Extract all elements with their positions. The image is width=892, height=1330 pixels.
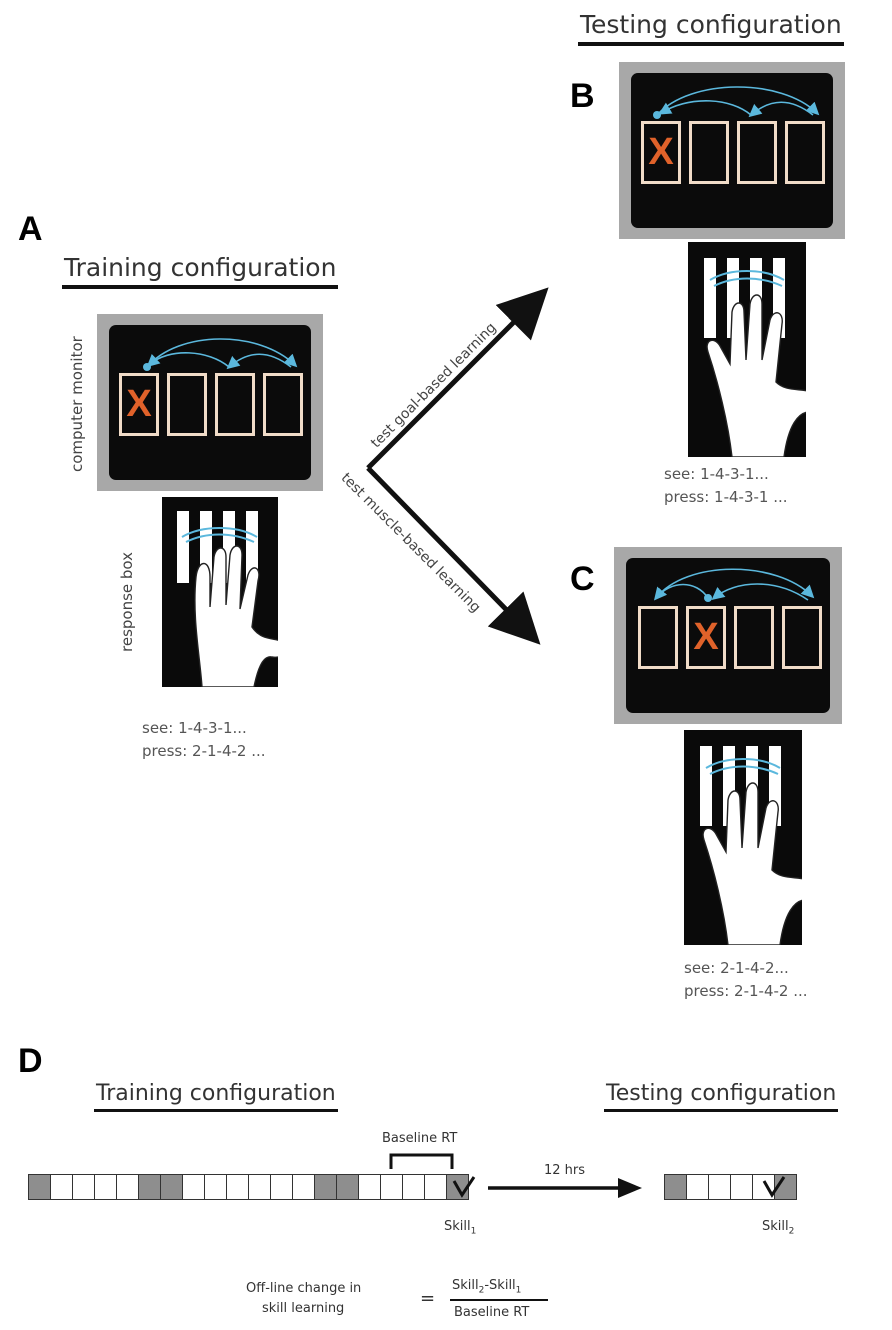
skill2-base: Skill <box>762 1219 789 1234</box>
numerator-skill-b: -Skill <box>484 1278 516 1293</box>
interval-label: 12 hrs <box>544 1163 586 1178</box>
panel-c-see: see: 2-1-4-2... <box>684 959 789 977</box>
rest-block <box>138 1174 161 1200</box>
monitor-c: X <box>614 547 842 724</box>
branch-arrows <box>366 287 549 645</box>
trial-block <box>380 1174 403 1200</box>
trial-block <box>116 1174 139 1200</box>
rest-block <box>160 1174 183 1200</box>
trial-block <box>708 1174 731 1200</box>
testing-block-bar <box>664 1174 797 1200</box>
skill2-label: Skill2 <box>762 1219 794 1237</box>
target-box-b-2 <box>689 121 729 184</box>
skill2-sub: 2 <box>788 1226 795 1237</box>
skill1-base: Skill <box>444 1219 471 1234</box>
baseline-bracket <box>389 1153 454 1169</box>
hand-c <box>700 746 802 945</box>
rest-block <box>28 1174 51 1200</box>
target-box-c-4 <box>782 606 822 669</box>
target-box-c-2: X <box>686 606 726 669</box>
skill1-checkmark <box>452 1176 476 1198</box>
formula-left-line1: Off-line change in <box>246 1281 362 1296</box>
rest-block <box>336 1174 359 1200</box>
target-x-mark: X <box>126 383 152 425</box>
response-box-label: response box <box>118 551 136 652</box>
panel-d-testing-title: Testing configuration <box>604 1080 839 1112</box>
trial-block <box>424 1174 447 1200</box>
interval-arrow <box>488 1178 642 1198</box>
formula-numerator: Skill2-Skill1 <box>452 1278 521 1296</box>
panel-a-title: Training configuration <box>62 253 339 289</box>
training-block-bar <box>28 1174 469 1200</box>
panel-letter-d: D <box>18 1042 43 1080</box>
numerator-skill-a: Skill <box>452 1278 479 1293</box>
monitor-a: X <box>97 314 323 491</box>
target-box-a-1: X <box>119 373 159 436</box>
trial-block <box>72 1174 95 1200</box>
trial-block <box>730 1174 753 1200</box>
trial-block <box>50 1174 73 1200</box>
skill1-sub: 1 <box>470 1226 477 1237</box>
panel-b-press: press: 1-4-3-1 ... <box>664 488 788 506</box>
trial-block <box>358 1174 381 1200</box>
panel-d-training-title: Training configuration <box>94 1080 338 1112</box>
response-box-b <box>688 242 806 457</box>
cue-arrows-a <box>143 338 298 371</box>
hand-a <box>177 511 278 687</box>
target-box-b-1: X <box>641 121 681 184</box>
rest-block <box>314 1174 337 1200</box>
trial-block <box>226 1174 249 1200</box>
cue-arrows-b <box>653 86 820 119</box>
cue-arrows-c <box>653 568 815 602</box>
monitor-screen-b: X <box>631 73 833 228</box>
target-box-a-2 <box>167 373 207 436</box>
skill1-label: Skill1 <box>444 1219 476 1237</box>
trial-block <box>402 1174 425 1200</box>
formula-denominator: Baseline RT <box>454 1305 530 1320</box>
target-box-a-4 <box>263 373 303 436</box>
target-box-b-3 <box>737 121 777 184</box>
panel-letter-c: C <box>570 560 595 598</box>
target-box-c-3 <box>734 606 774 669</box>
panel-c-press: press: 2-1-4-2 ... <box>684 982 808 1000</box>
numerator-sub-b: 1 <box>515 1285 522 1296</box>
trial-block <box>204 1174 227 1200</box>
trial-block <box>248 1174 271 1200</box>
trial-block <box>686 1174 709 1200</box>
target-box-c-1 <box>638 606 678 669</box>
target-x-mark: X <box>648 131 674 173</box>
hand-b <box>704 258 806 457</box>
baseline-rt-label: Baseline RT <box>382 1131 458 1146</box>
panel-a-see: see: 1-4-3-1... <box>142 719 247 737</box>
response-box-c <box>684 730 802 945</box>
rest-block <box>664 1174 687 1200</box>
trial-block <box>94 1174 117 1200</box>
panel-letter-a: A <box>18 210 43 248</box>
target-box-b-4 <box>785 121 825 184</box>
formula-left-line2: skill learning <box>262 1301 345 1316</box>
monitor-screen-a: X <box>109 325 311 480</box>
fraction-bar <box>450 1299 548 1301</box>
panel-letter-b: B <box>570 77 595 115</box>
monitor-screen-c: X <box>626 558 830 713</box>
rest-block <box>774 1174 797 1200</box>
skill2-checkmark <box>762 1176 786 1198</box>
response-box-a <box>162 497 278 687</box>
panel-a-press: press: 2-1-4-2 ... <box>142 742 266 760</box>
target-box-a-3 <box>215 373 255 436</box>
trial-block <box>292 1174 315 1200</box>
monitor-b: X <box>619 62 845 239</box>
formula-equals: = <box>420 1288 436 1309</box>
panel-b-see: see: 1-4-3-1... <box>664 465 769 483</box>
computer-monitor-label: computer monitor <box>68 336 86 472</box>
trial-block <box>270 1174 293 1200</box>
trial-block <box>182 1174 205 1200</box>
panel-b-title: Testing configuration <box>578 10 844 46</box>
target-x-mark: X <box>693 616 719 658</box>
numerator-sub-a: 2 <box>478 1285 485 1296</box>
